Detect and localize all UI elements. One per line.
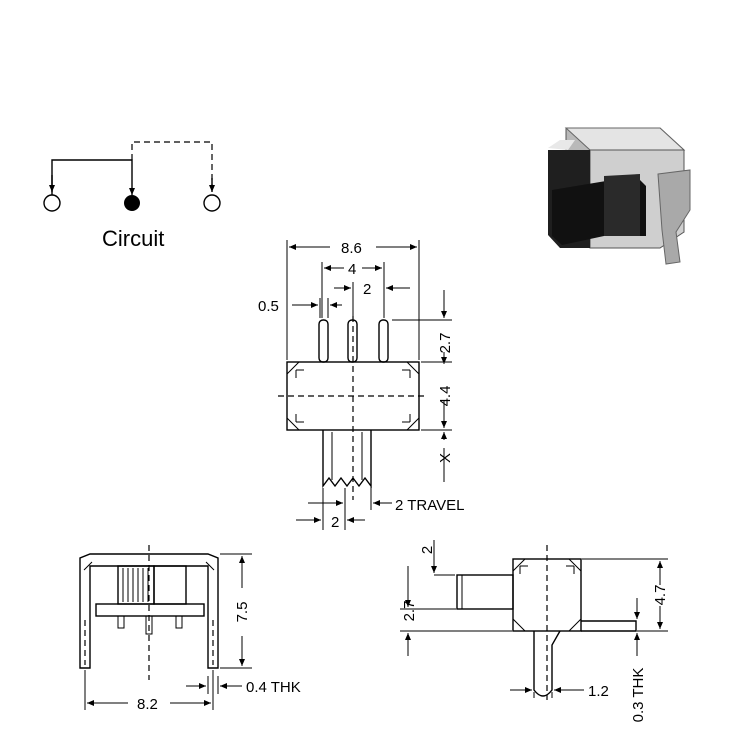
- dim-body-height-4-4: 4.4: [437, 386, 454, 407]
- dim-side-actuator-height: 2.7: [401, 601, 418, 622]
- dim-front-thickness: 0.4 THK: [246, 679, 301, 696]
- dim-width-8-6: 8.6: [341, 240, 362, 257]
- pin-center: [347, 319, 358, 363]
- pin-right: [378, 319, 389, 363]
- dim-side-actuator-offset: 2: [419, 546, 436, 554]
- front-frame: [79, 553, 219, 669]
- dim-actuator-extension-x: X: [437, 453, 454, 463]
- terminal-common: [124, 195, 140, 211]
- dim-pin-pitch-2: 2: [363, 281, 371, 298]
- top-view-drawing: 8.6 4 2 0.5 2.7 4.4 X 2 2 TRAVEL: [258, 240, 464, 531]
- dim-pin-width-0-5: 0.5: [258, 298, 279, 315]
- terminal-left: [43, 194, 61, 212]
- dim-front-height: 7.5: [234, 602, 251, 623]
- actuator: [322, 430, 372, 489]
- dim-side-height: 4.7: [652, 585, 669, 606]
- dim-side-pin-width: 1.2: [588, 683, 609, 700]
- pin-left: [318, 319, 329, 363]
- dim-actuator-width-2: 2: [331, 514, 339, 531]
- circuit-dashed-path: [131, 141, 213, 192]
- dim-travel: 2 TRAVEL: [395, 497, 464, 514]
- dim-pin-span-4: 4: [348, 261, 356, 278]
- side-actuator: [456, 574, 514, 610]
- dim-front-width: 8.2: [137, 696, 158, 713]
- dim-pin-length-2-7: 2.7: [437, 333, 454, 354]
- circuit-label: Circuit: [102, 226, 164, 251]
- side-pin: [533, 630, 561, 697]
- front-view-drawing: 7.5 8.2 0.4 THK: [79, 545, 301, 713]
- side-lead: [581, 620, 637, 632]
- switch-3d-illustration: [548, 127, 691, 265]
- dim-side-thickness: 0.3 THK: [630, 668, 647, 723]
- side-view-drawing: 2 2.7 4.7 0.3 THK 1.2: [400, 540, 669, 722]
- circuit-symbol: Circuit: [43, 141, 221, 251]
- circuit-solid-path: [51, 159, 135, 195]
- terminal-right: [203, 194, 221, 212]
